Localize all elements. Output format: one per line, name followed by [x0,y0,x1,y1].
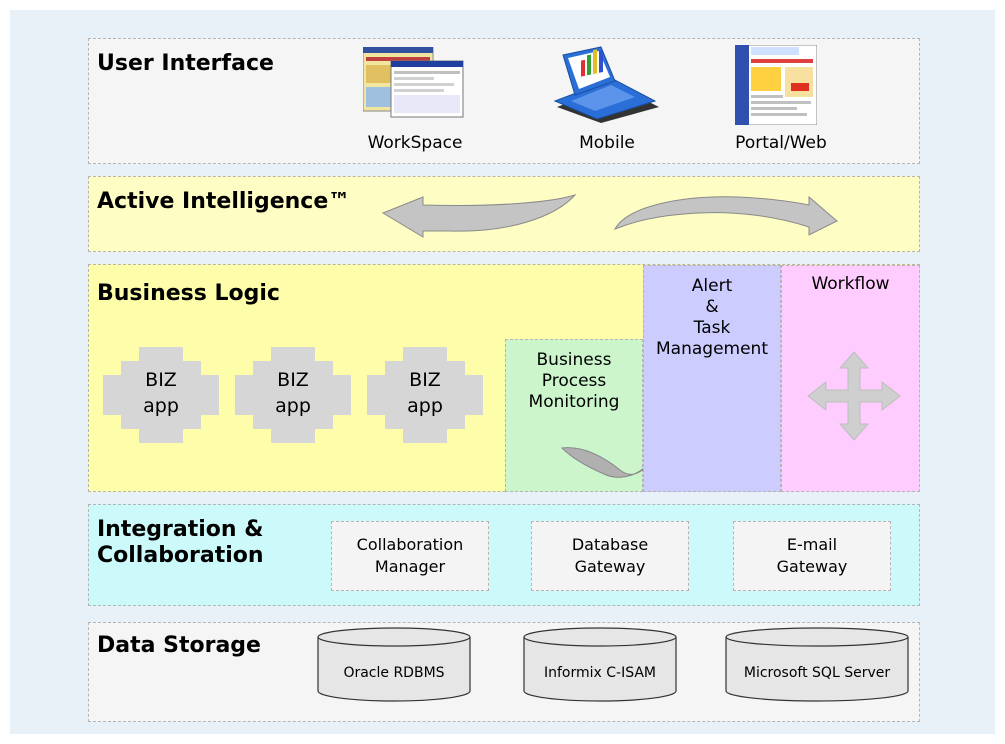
portal-web-screenshot-icon [735,45,817,125]
business-logic-title: Business Logic [97,281,280,306]
integration-collaboration-layer: Integration & Collaboration Collaboratio… [88,504,920,606]
alert-task-management-panel: Alert & Task Management [643,265,781,492]
oracle-rdbms-label: Oracle RDBMS [343,665,445,681]
workspace-screenshot-icon [363,47,464,118]
mobile-label: Mobile [579,133,635,153]
informix-c-isam-cylinder: Informix C-ISAM [523,627,677,703]
move-arrows-icon [807,351,901,441]
laptop-icon [553,46,659,123]
bpm-label: Business Process Monitoring [528,350,620,412]
cycle-arrows-icon [381,193,838,238]
microsoft-sql-server-label: Microsoft SQL Server [743,665,891,681]
integration-title: Integration & Collaboration [97,517,264,568]
workspace-label: WorkSpace [367,133,463,153]
workflow-label: Workflow [811,274,890,294]
workflow-panel: Workflow [781,265,920,492]
informix-c-isam-label: Informix C-ISAM [543,665,657,681]
oracle-rdbms-cylinder: Oracle RDBMS [317,627,471,703]
data-storage-title: Data Storage [97,633,261,658]
microsoft-sql-server-cylinder: Microsoft SQL Server [725,627,909,703]
data-storage-layer: Data Storage Oracle RDBMS Informix C-ISA… [88,622,920,722]
user-interface-layer: User Interface WorkSpace [88,38,920,164]
alert-task-label: Alert & Task Management [656,276,768,359]
active-intelligence-title: Active Intelligence™ [97,189,351,214]
active-intelligence-layer: Active Intelligence™ [88,176,920,252]
user-interface-title: User Interface [97,51,274,76]
business-process-monitoring-panel: Business Process Monitoring [505,339,717,492]
architecture-diagram: User Interface WorkSpace [10,10,995,734]
portal-web-label: Portal/Web [735,133,827,153]
